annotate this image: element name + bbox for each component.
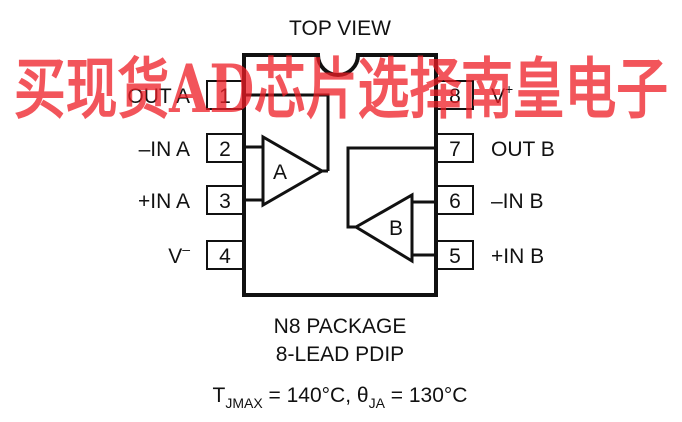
package-outline	[242, 53, 438, 297]
amplifier-b	[346, 146, 436, 264]
pin-6-number: 6	[449, 190, 461, 213]
pin-5-number: 5	[449, 245, 461, 268]
pin-2-number: 2	[219, 138, 231, 161]
pin-8-label: V+	[491, 81, 513, 108]
pin-1-label: OUT A	[127, 85, 190, 108]
thermal-specs: TJMAX = 140°C, θJA = 130°C	[213, 384, 468, 411]
pin-3-number: 3	[219, 190, 231, 213]
pin-6-label: –IN B	[491, 190, 544, 213]
pin-5-label: +IN B	[491, 245, 544, 268]
amplifier-a-label: A	[273, 161, 287, 184]
pin-4-number: 4	[219, 245, 231, 268]
pin-7-number: 7	[449, 138, 461, 161]
package-type: 8-LEAD PDIP	[276, 343, 404, 366]
pin-2: 2	[206, 133, 244, 163]
pin-2-label: –IN A	[139, 138, 190, 161]
amplifier-b-label: B	[389, 217, 403, 240]
pin-3: 3	[206, 185, 244, 215]
amplifier-a	[243, 93, 330, 208]
pin-6: 6	[436, 185, 474, 215]
package-name: N8 PACKAGE	[274, 315, 407, 338]
pin-4-label: V–	[168, 241, 190, 268]
pin-7: 7	[436, 133, 474, 163]
pin-3-label: +IN A	[138, 190, 190, 213]
pin-8-number: 8	[449, 85, 461, 108]
watermark-text: 买现货AD芯片选择南皇电子	[14, 50, 668, 128]
pin-7-label: OUT B	[491, 138, 555, 161]
top-view-label: TOP VIEW	[289, 17, 391, 40]
pin-5: 5	[436, 240, 474, 270]
pin-8: 8	[436, 80, 474, 110]
pin-4: 4	[206, 240, 244, 270]
pin-1-number: 1	[219, 85, 231, 108]
